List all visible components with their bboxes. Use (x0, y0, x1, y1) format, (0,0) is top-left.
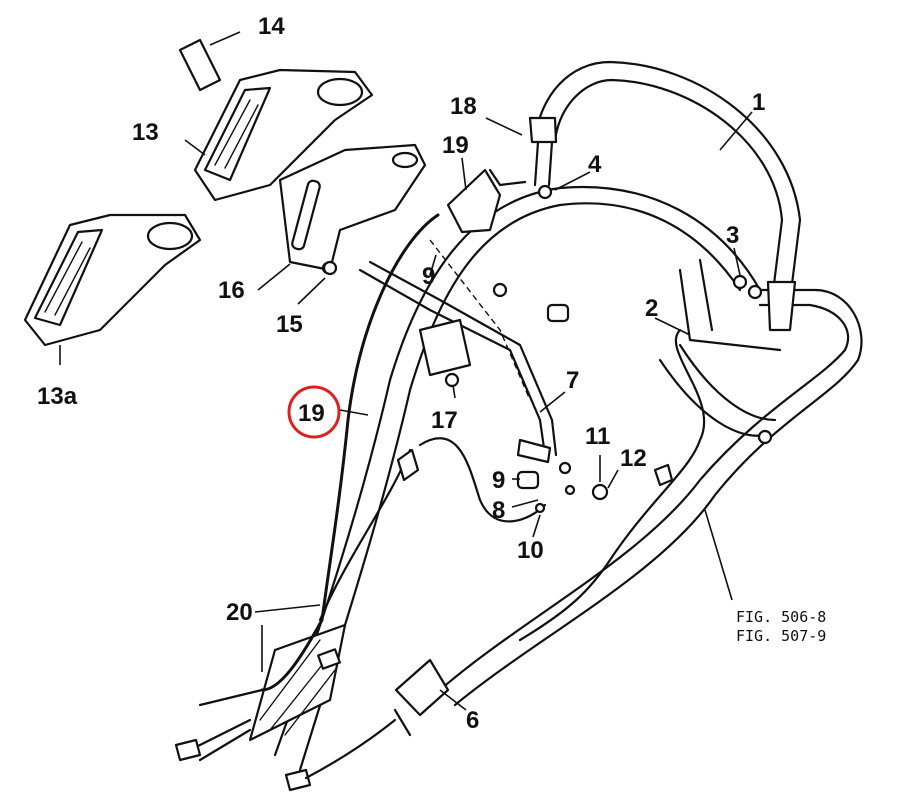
callout-14: 14 (258, 13, 285, 40)
callout-10: 10 (517, 537, 544, 564)
hardware (322, 184, 773, 737)
cable-assembly (174, 213, 706, 792)
highlight-ring (287, 385, 341, 439)
callout-3: 3 (726, 222, 739, 249)
callout-11: 11 (585, 423, 610, 450)
callout-2: 2 (645, 295, 658, 322)
callout-9-upper: 9 (422, 263, 435, 290)
callout-6: 6 (466, 707, 479, 734)
callout-9-lower: 9 (492, 467, 505, 494)
callout-13a: 13a (37, 383, 78, 410)
handle-frame (273, 185, 863, 772)
callout-12: 12 (620, 445, 647, 472)
callout-17: 17 (431, 407, 458, 434)
control-lever (358, 239, 558, 464)
callout-20: 20 (226, 599, 253, 626)
callout-15: 15 (276, 311, 303, 338)
callout-18: 18 (450, 93, 477, 120)
fig-ref-506: FIG. 506-8 (736, 608, 826, 626)
callout-16: 16 (218, 277, 245, 304)
mounting-plate (278, 143, 427, 275)
callout-19-highlighted: 19 (298, 400, 325, 427)
grip-sleeve (178, 38, 222, 92)
cover-plate-13a (23, 213, 202, 347)
callout-1: 1 (752, 89, 765, 116)
callout-8: 8 (492, 497, 505, 524)
leader-lines (59, 31, 753, 711)
upper-handle-loop (528, 60, 802, 332)
callout-13: 13 (132, 119, 159, 146)
callout-labels: 1 2 3 4 6 7 8 9 9 10 11 12 13 13a 14 15 … (37, 13, 765, 734)
cable-lever-bracket (446, 168, 527, 234)
left-grip (248, 623, 347, 742)
figure-references: FIG. 506-8 FIG. 507-9 (736, 608, 826, 645)
callout-19-upper: 19 (442, 132, 469, 159)
cover-plate-13 (193, 68, 374, 202)
callout-4: 4 (588, 151, 602, 178)
callout-7: 7 (566, 367, 579, 394)
fig-ref-507: FIG. 507-9 (736, 627, 826, 645)
